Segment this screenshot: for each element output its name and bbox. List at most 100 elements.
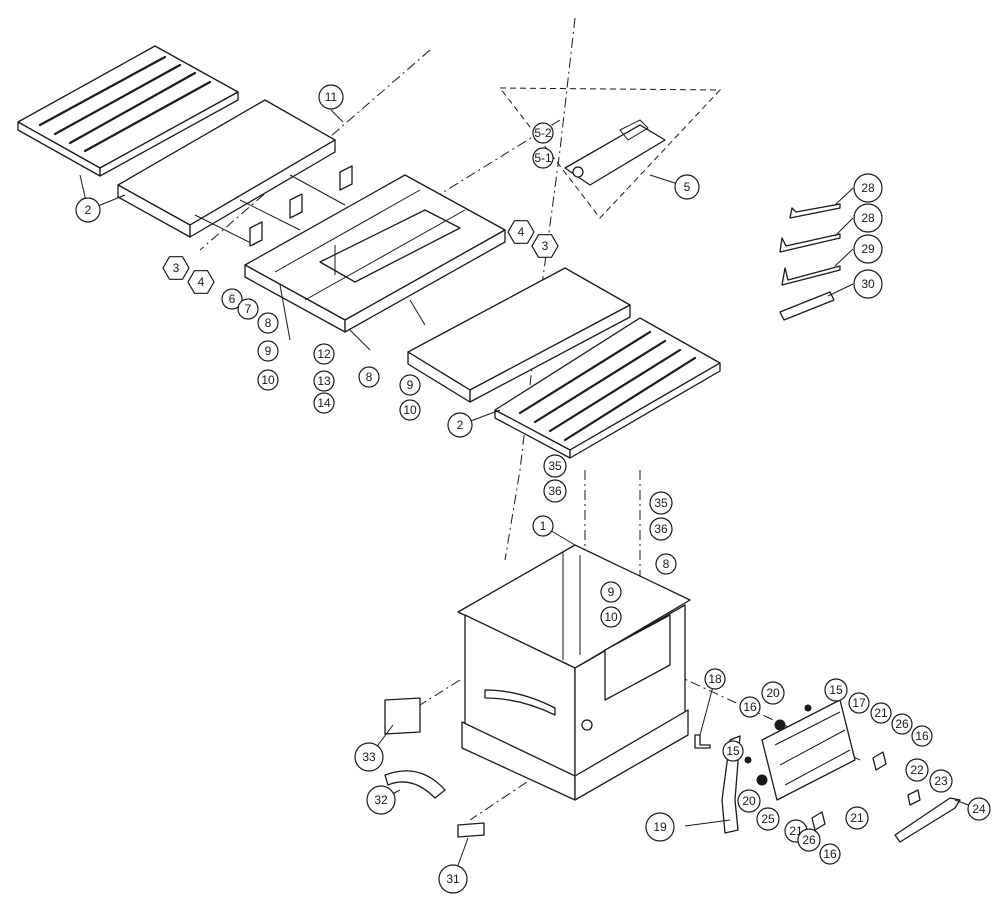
accessories [384,697,485,838]
wing-right-side [569,362,721,459]
callout-15: 15 [722,740,744,762]
callout-circle [649,517,673,541]
callout-circle [722,740,744,762]
callout-9: 9 [600,581,622,603]
callout-circle [221,288,243,310]
callout-circle [853,234,883,264]
centerline-label [419,679,461,706]
callout-circle [399,374,421,396]
callout-label: 8 [366,370,373,384]
callout-circle [967,797,991,821]
hex-key-medium [779,233,841,253]
callout-circle [905,758,929,782]
callout-label: 29 [861,242,875,256]
cabinet-knob-hole [581,719,593,731]
callout-11: 11 [318,84,344,110]
callout-label: 28 [861,211,875,225]
callout-circle [532,515,554,537]
callout-circle [438,864,468,894]
callout-circle [354,742,384,772]
cabinet-corner-post [562,552,581,660]
side-table-left-brackets [194,174,346,246]
extension-wing-left [17,45,239,177]
callout-circle [655,553,677,575]
callout-label: 2 [457,418,464,432]
side-table-left-bracket-plates [249,165,353,247]
callout-23: 23 [929,769,953,793]
callout-label: 1 [540,519,547,533]
combination-wrench [779,291,835,321]
callout-label: 6 [229,292,236,306]
main-table-bolt-leaders [279,284,426,351]
callout-label: 35 [654,496,668,510]
main-table [244,174,506,351]
callout-circle [532,147,554,169]
clip-26-top [872,751,887,771]
callout-22: 22 [905,758,929,782]
callout-label: 15 [726,744,740,758]
callout-9: 9 [399,374,421,396]
cabinet-base [457,544,691,801]
wing-left-slot-4 [83,80,212,153]
callout-label: 7 [245,302,252,316]
callout-circle [761,681,785,705]
callout-label: 2 [85,203,92,217]
callout-circle [237,298,259,320]
callout-18: 18 [704,668,726,690]
main-table-side [344,229,506,333]
callout-circle [756,807,780,831]
callout-33: 33 [354,742,384,772]
callout-circle [257,369,279,391]
callout-circle [737,789,761,813]
bracket-18 [694,734,711,749]
callout-label: 31 [446,872,460,886]
callout-26: 26 [797,828,821,852]
callout-20: 20 [737,789,761,813]
extension-wing-right [494,317,721,459]
wing-left-slot-2 [53,63,182,136]
callout-circle [447,412,473,438]
callout-label: 20 [766,686,780,700]
callout-label: 19 [653,820,667,834]
callout-26: 26 [891,713,913,735]
callout-circle [399,399,421,421]
callout-21: 21 [845,806,869,830]
callout-circle [257,312,279,334]
callout-circle [853,203,883,233]
callout-10: 10 [257,369,279,391]
callout-19: 19 [645,812,675,842]
callout-circle [366,785,396,815]
leader-11 [330,109,344,123]
clip-26-bottom [811,811,826,831]
callout-label: 36 [548,484,562,498]
callout-circle [75,197,101,223]
callout-hexagon [187,270,215,294]
callout-35: 35 [543,454,567,478]
callout-circle [313,370,335,392]
cabinet-motor-opening [604,614,671,701]
callout-label: 26 [802,833,816,847]
spacer-20-top [774,719,786,731]
callout-circle [318,84,344,110]
callout-3: 3 [531,234,559,258]
leader-30 [827,283,854,297]
callout-30: 30 [853,269,883,299]
table-insert-hole [572,166,584,178]
callout-circle [911,725,933,747]
cabinet-base-right [574,709,689,801]
callout-label: 5-1 [534,151,552,165]
wing-right-slot-1 [518,330,652,415]
leader-29 [834,248,854,267]
callout-label: 30 [861,277,875,291]
callout-16: 16 [739,696,761,718]
callout-label: 35 [548,459,562,473]
callout-label: 5 [684,180,691,194]
callout-circle [848,692,870,714]
wing-left-side [99,91,239,177]
callout-label: 10 [604,610,618,624]
leader-28b [834,217,854,237]
callout-label: 33 [362,750,376,764]
callout-4: 4 [187,270,215,294]
wing-left-slot-3 [68,71,197,145]
